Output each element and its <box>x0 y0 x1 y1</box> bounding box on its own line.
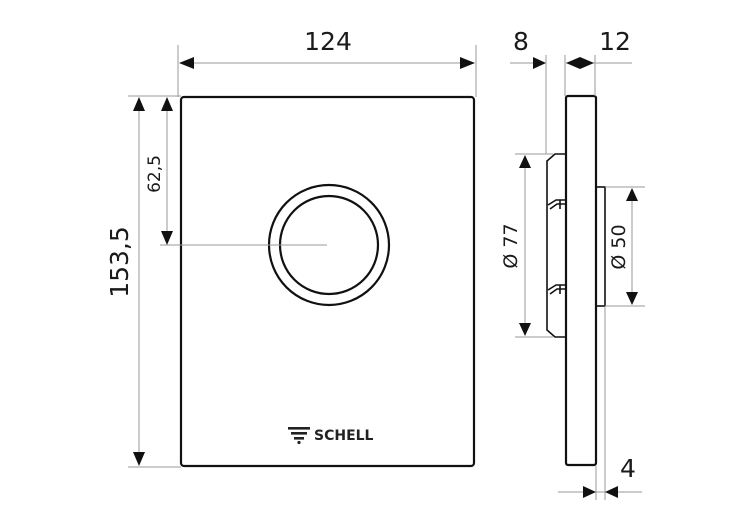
arrow-right-icon <box>580 57 594 69</box>
button-protrusion-label: 4 <box>620 454 636 483</box>
button-diameter-label: Ø 50 <box>608 224 630 269</box>
arrow-down-icon <box>626 292 638 305</box>
arrow-right-icon <box>583 486 596 498</box>
button-bump-outline <box>595 186 606 307</box>
dimension-button-diameter: Ø 50 <box>605 186 645 307</box>
arrow-up-icon <box>626 188 638 201</box>
center-offset-label: 62,5 <box>145 155 165 193</box>
arrow-up-icon <box>161 97 173 111</box>
dimension-center-offset: 62,5 <box>145 97 173 245</box>
plate-thickness-label: 12 <box>599 27 631 56</box>
arrow-down-icon <box>133 452 145 466</box>
arrow-left-icon <box>179 57 194 69</box>
side-view <box>546 94 606 467</box>
schell-logo-icon <box>288 427 310 445</box>
arrow-left-icon <box>566 57 580 69</box>
arrow-up-icon <box>133 97 145 111</box>
dimension-height: 153,5 <box>105 95 181 468</box>
height-label: 153,5 <box>105 226 134 298</box>
mount-diameter-label: Ø 77 <box>500 223 522 268</box>
brand-label: SCHELL <box>314 428 374 444</box>
arrow-right-icon <box>460 57 475 69</box>
arrow-down-icon <box>161 231 173 245</box>
back-depth-label: 8 <box>513 27 529 56</box>
arrow-right-icon <box>533 57 546 69</box>
front-view: SCHELL <box>160 95 476 468</box>
rear-mount-outline <box>546 153 566 338</box>
dimension-mount-diameter: Ø 77 <box>500 153 553 338</box>
arrow-down-icon <box>519 323 531 336</box>
side-plate-outline <box>564 94 598 467</box>
dimension-back-depth: 8 <box>510 27 547 154</box>
arrow-left-icon <box>605 486 618 498</box>
arrow-up-icon <box>519 155 531 168</box>
dimension-width: 124 <box>177 27 477 97</box>
front-plate-outline <box>179 95 476 468</box>
dimension-button-protrusion: 4 <box>558 306 642 500</box>
width-label: 124 <box>304 27 352 56</box>
dimension-plate-thickness: 12 <box>564 27 632 96</box>
